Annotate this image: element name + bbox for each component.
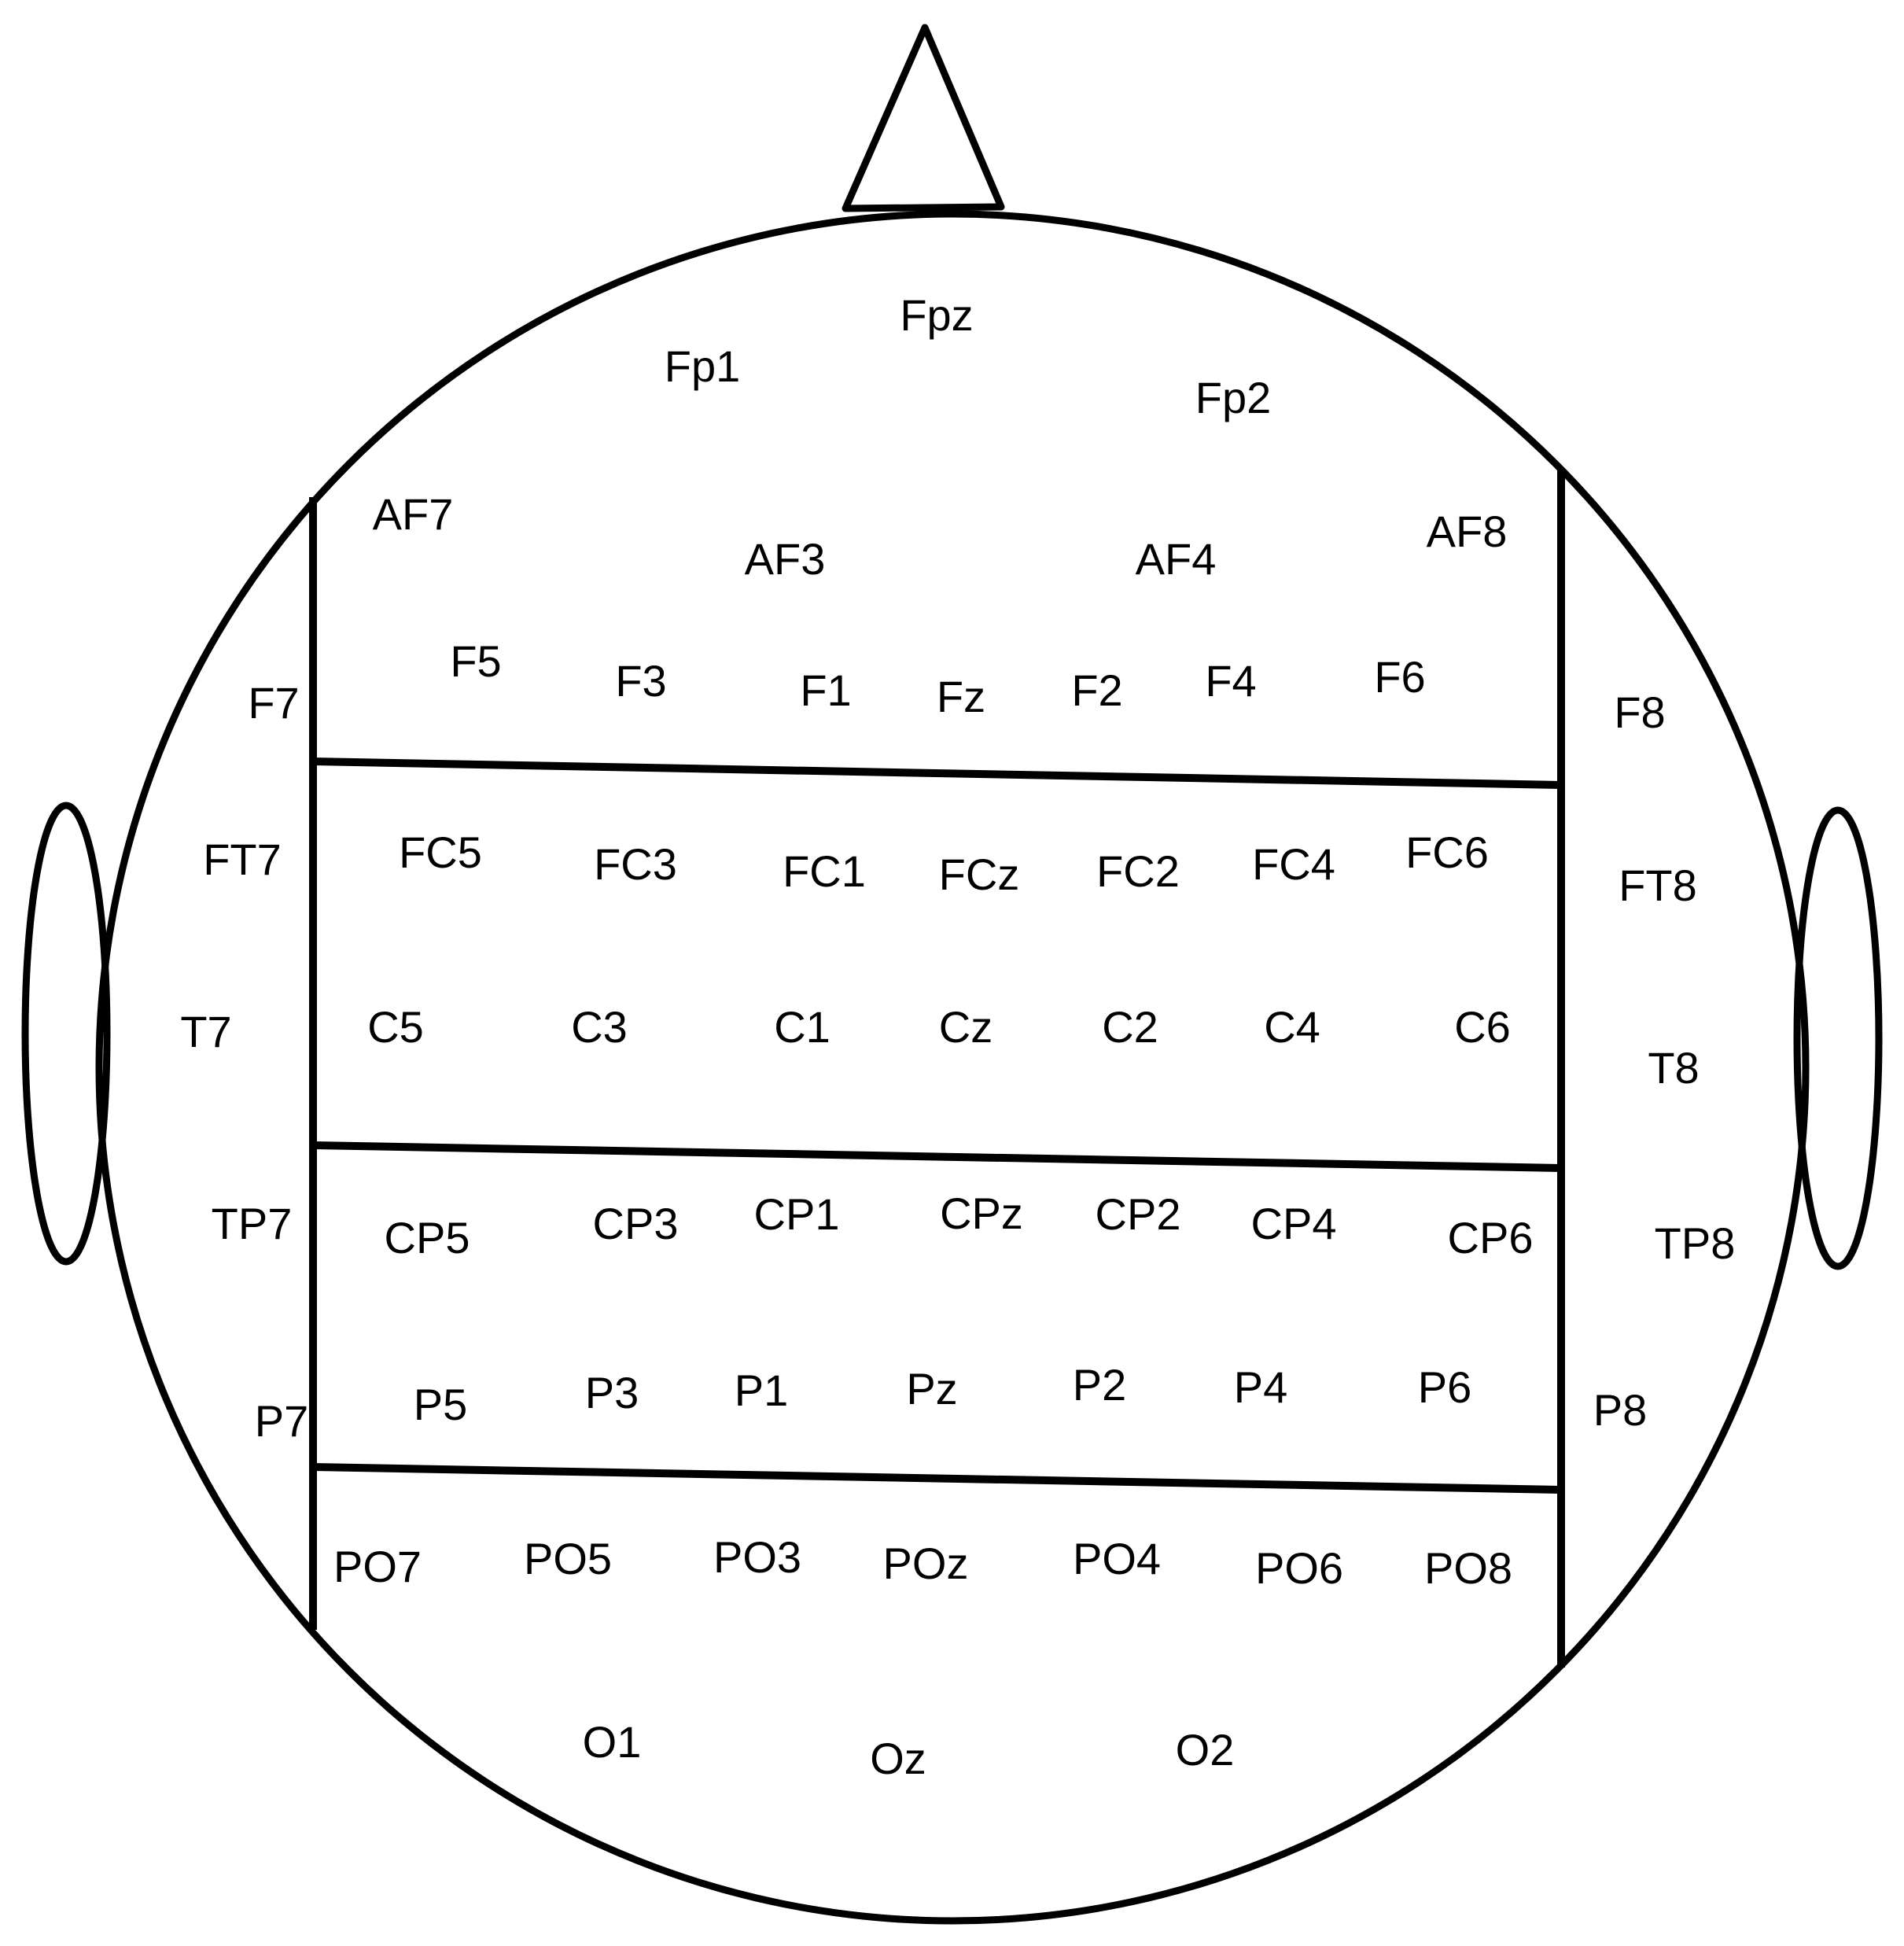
electrode-label: PO6 xyxy=(1255,1543,1343,1593)
electrode-label: AF4 xyxy=(1136,534,1217,584)
electrode-label: F6 xyxy=(1374,652,1425,702)
electrode-label: T8 xyxy=(1648,1043,1699,1093)
electrode-label: C5 xyxy=(367,1002,424,1052)
electrode-label: Pz xyxy=(906,1364,957,1413)
electrode-label: FC2 xyxy=(1096,846,1180,896)
electrode-label: Fp2 xyxy=(1195,373,1272,422)
electrode-label: AF7 xyxy=(373,489,454,539)
electrode-label: Fp1 xyxy=(665,341,741,391)
electrode-label: Oz xyxy=(870,1734,926,1783)
electrode-label: AF8 xyxy=(1427,507,1508,556)
electrode-label: P5 xyxy=(414,1380,468,1429)
electrode-label: Fpz xyxy=(900,290,973,340)
electrode-label: P7 xyxy=(255,1396,309,1446)
left-ear xyxy=(21,802,111,1266)
head-outline xyxy=(95,210,1810,1925)
electrode-label: FT8 xyxy=(1619,861,1697,910)
electrode-label: C6 xyxy=(1454,1002,1511,1052)
electrode-label: CP1 xyxy=(754,1189,840,1239)
electrode-label: PO7 xyxy=(333,1542,422,1591)
electrode-label: Fz xyxy=(937,672,985,721)
right-ear xyxy=(1793,806,1883,1270)
electrode-label: AF3 xyxy=(745,534,826,584)
electrode-label: C4 xyxy=(1264,1002,1320,1052)
electrode-label: PO8 xyxy=(1424,1543,1512,1593)
divider-parietal-parietooccipital xyxy=(312,1463,1562,1494)
electrode-label: P3 xyxy=(585,1368,639,1417)
electrode-label: CP2 xyxy=(1096,1189,1181,1239)
electrode-label: F2 xyxy=(1071,665,1122,715)
electrode-label: FC1 xyxy=(783,846,866,896)
divider-frontal-frontocentral xyxy=(312,757,1562,789)
electrode-label: F1 xyxy=(800,665,851,715)
divider-central-centroparietal xyxy=(312,1141,1562,1172)
electrode-label: O1 xyxy=(583,1717,642,1767)
electrode-label: FCz xyxy=(939,850,1020,899)
electrode-label: FC4 xyxy=(1252,839,1335,889)
electrode-label: O2 xyxy=(1176,1725,1235,1775)
electrode-label: P8 xyxy=(1593,1385,1648,1435)
electrode-label: FT7 xyxy=(203,835,282,884)
electrode-label: PO4 xyxy=(1073,1534,1161,1583)
electrode-label: POz xyxy=(883,1539,969,1588)
nose-triangle xyxy=(842,24,1005,212)
electrode-label: PO5 xyxy=(524,1534,612,1583)
electrode-label: Cz xyxy=(939,1002,993,1052)
electrode-label: F8 xyxy=(1614,687,1665,737)
electrode-label: C2 xyxy=(1102,1002,1158,1052)
electrode-label: F3 xyxy=(615,656,666,706)
electrode-label: TP7 xyxy=(212,1199,293,1248)
electrode-label: F4 xyxy=(1205,656,1256,706)
electrode-label: C1 xyxy=(774,1002,830,1052)
electrode-label: FC5 xyxy=(399,827,482,877)
electrode-label: P2 xyxy=(1073,1360,1127,1410)
electrode-label: CP3 xyxy=(593,1199,679,1248)
electrode-label: CP4 xyxy=(1251,1199,1337,1248)
electrode-label: T7 xyxy=(180,1007,231,1056)
electrode-label: P6 xyxy=(1418,1362,1472,1412)
electrode-label: FC3 xyxy=(594,839,677,889)
electrode-label: P1 xyxy=(735,1366,789,1415)
electrode-label: FC6 xyxy=(1405,827,1489,877)
electrode-label: P4 xyxy=(1234,1362,1288,1412)
electrode-label: F7 xyxy=(248,678,299,728)
electrode-label: CPz xyxy=(940,1189,1023,1238)
electrode-label: F5 xyxy=(450,636,501,686)
electrode-label: CP6 xyxy=(1448,1213,1534,1262)
electrode-label: TP8 xyxy=(1655,1218,1736,1268)
electrode-label: C3 xyxy=(571,1002,628,1052)
electrode-label: CP5 xyxy=(385,1213,470,1262)
electrode-label: PO3 xyxy=(713,1532,801,1582)
